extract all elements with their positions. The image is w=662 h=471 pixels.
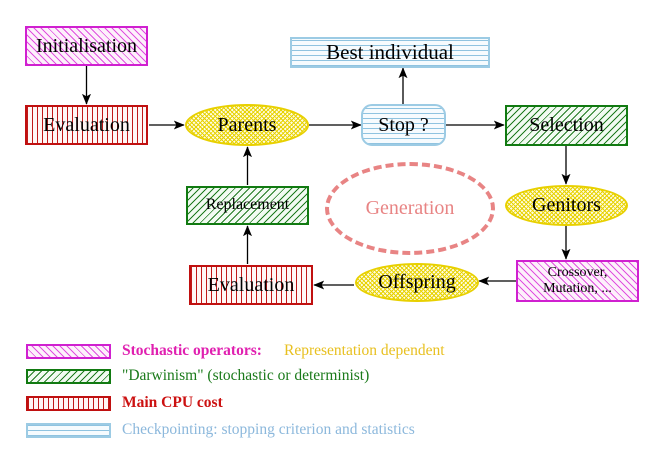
legend-row-stochastic-operators: Stochastic operators: Representation dep… <box>0 342 662 368</box>
node-best-individual[interactable]: Best individual <box>290 37 490 68</box>
node-best-individual-label: Best individual <box>326 39 454 64</box>
node-selection-label: Selection <box>529 114 604 137</box>
node-evaluation-top[interactable]: Evaluation <box>25 105 148 145</box>
node-genitors-label: Genitors <box>532 194 601 217</box>
node-selection[interactable]: Selection <box>505 105 628 146</box>
legend-row-main-cpu-cost: Main CPU cost <box>0 394 662 420</box>
node-stop[interactable]: Stop ? <box>361 104 446 146</box>
node-replacement-label: Replacement <box>205 196 290 214</box>
node-stop-label: Stop ? <box>378 113 429 136</box>
node-crossover-mutation[interactable]: Crossover, Mutation, ... <box>516 260 639 302</box>
legend-swatch-green-diagonal-hatch <box>26 369 111 384</box>
node-crossover-mutation-label: Crossover, Mutation, ... <box>543 264 612 296</box>
legend-label-checkpointing: Checkpointing: stopping criterion and st… <box>122 421 415 438</box>
legend-row-checkpointing: Checkpointing: stopping criterion and st… <box>0 421 662 447</box>
node-offspring[interactable]: Offspring <box>355 263 479 302</box>
node-evaluation-top-label: Evaluation <box>43 113 130 136</box>
node-generation-label: Generation <box>365 197 455 220</box>
legend-swatch-magenta-diagonal-hatch <box>26 344 111 359</box>
legend-label-darwinism: "Darwinism" (stochastic or determinist) <box>122 367 370 384</box>
node-initialisation[interactable]: Initialisation <box>25 26 148 66</box>
node-replacement[interactable]: Replacement <box>186 186 309 225</box>
legend-row-darwinism: "Darwinism" (stochastic or determinist) <box>0 367 662 393</box>
legend-swatch-blue-horizontal-hatch <box>26 423 111 438</box>
legend-label-representation-dependent: Representation dependent <box>284 342 445 359</box>
node-evaluation-bottom-label: Evaluation <box>207 273 295 296</box>
node-genitors[interactable]: Genitors <box>505 185 628 226</box>
node-parents-label: Parents <box>217 113 277 136</box>
legend-swatch-red-vertical-hatch <box>26 396 111 411</box>
node-parents[interactable]: Parents <box>185 104 309 146</box>
legend-label-main-cpu-cost: Main CPU cost <box>122 394 223 411</box>
node-offspring-label: Offspring <box>378 271 456 294</box>
node-initialisation-label: Initialisation <box>35 34 138 57</box>
node-generation: Generation <box>325 162 495 255</box>
legend: Stochastic operators: Representation dep… <box>0 336 662 471</box>
node-evaluation-bottom[interactable]: Evaluation <box>189 265 313 305</box>
legend-label-stochastic-operators: Stochastic operators: <box>122 342 262 359</box>
